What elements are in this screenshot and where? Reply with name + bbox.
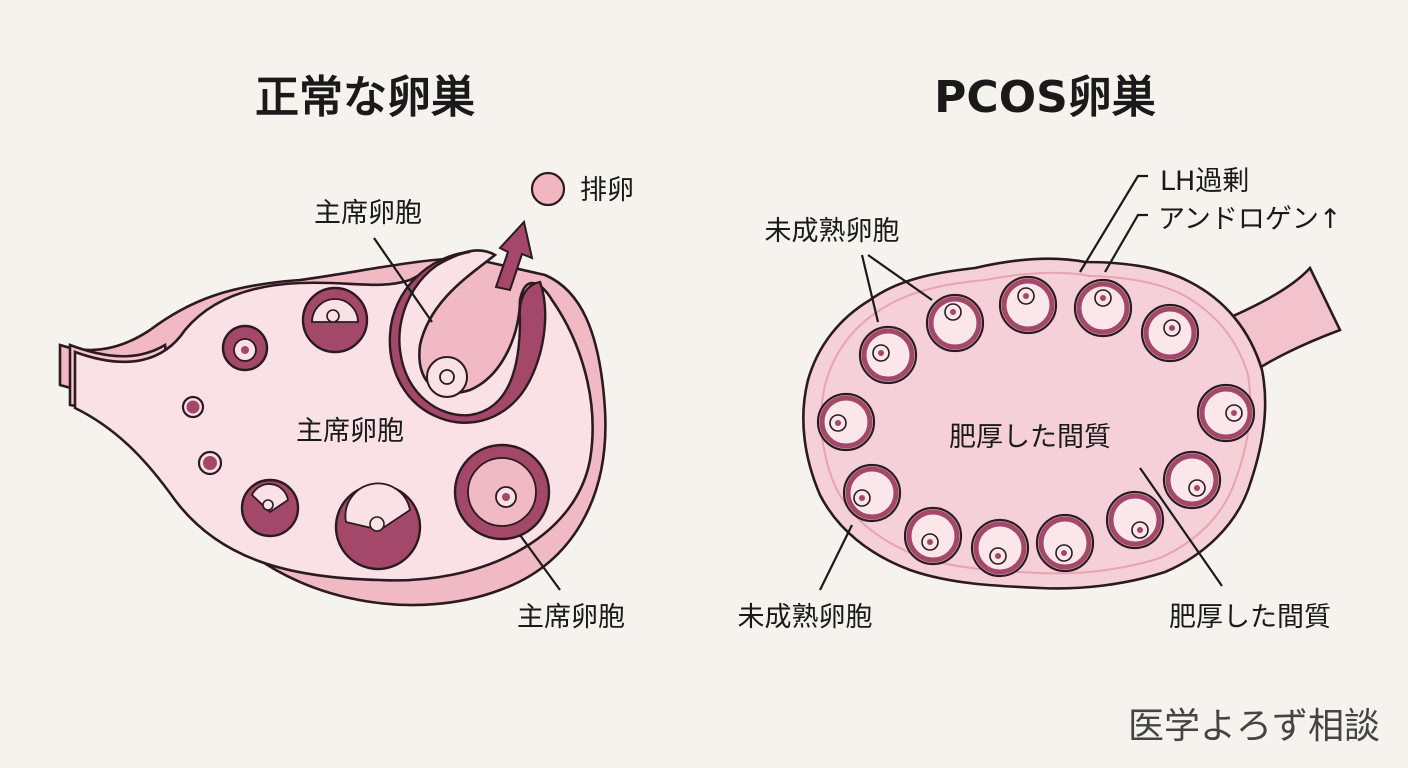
ovulation-label: 排卵	[580, 175, 634, 206]
leader-line	[867, 254, 933, 301]
immature-follicle	[1196, 383, 1256, 443]
pcos-ovary-title: PCOS卵巣	[934, 72, 1156, 123]
immature-follicle	[1162, 450, 1222, 510]
normal-ovary-title: 正常な卵巣	[255, 72, 475, 123]
stroma-label-bottom: 肥厚した間質	[1169, 602, 1331, 633]
immature-follicle	[1073, 278, 1133, 338]
immature-follicle-label-bottom: 未成熟卵胞	[738, 602, 873, 633]
leader-line	[373, 237, 433, 323]
ovum	[530, 171, 566, 207]
leader-line	[1104, 213, 1148, 273]
immature-follicle	[816, 392, 876, 452]
follicle-small	[181, 395, 205, 419]
androgen-label: アンドロゲン↑	[1158, 204, 1342, 235]
ovulation-arrow	[494, 219, 534, 292]
immature-follicle	[925, 293, 985, 353]
immature-follicle	[858, 325, 918, 385]
follicle-medium	[240, 478, 300, 538]
immature-follicle	[1140, 303, 1200, 363]
immature-follicle	[998, 275, 1058, 335]
dominant-follicle	[453, 443, 551, 541]
leader-line	[860, 254, 880, 323]
leader-line	[819, 524, 853, 591]
follicle-ring	[816, 275, 1256, 578]
dominant-follicle-label-top: 主席卵胞	[314, 198, 422, 229]
immature-follicle	[842, 463, 902, 523]
stroma-label-center: 肥厚した間質	[949, 422, 1111, 453]
leader-line	[1079, 174, 1148, 273]
leader-line	[1139, 467, 1223, 587]
ovulating-follicle	[388, 250, 547, 424]
follicle-small	[197, 450, 223, 476]
immature-follicle	[970, 518, 1030, 578]
follicle-medium	[301, 286, 369, 354]
immature-follicle	[1105, 490, 1165, 550]
watermark: 医学よろず相談	[1128, 706, 1380, 747]
follicle-large	[334, 482, 422, 571]
immature-follicle	[903, 506, 963, 566]
follicle-medium	[221, 324, 269, 372]
dominant-follicle-label-bottom: 主席卵胞	[517, 602, 625, 633]
normal-ovary-panel: 正常な卵巣	[58, 72, 634, 633]
immature-follicle-label-top: 未成熟卵胞	[765, 216, 900, 247]
immature-follicle	[1035, 513, 1095, 573]
lh-excess-label: LH過剰	[1160, 166, 1249, 197]
pcos-ovary-panel: PCOS卵巣 LH過剰 アンドロゲン↑ 未成熟卵胞	[738, 72, 1342, 633]
leader-line	[519, 534, 561, 591]
dominant-follicle-label-center: 主席卵胞	[296, 416, 404, 447]
pcos-ovary-inner-line	[820, 271, 1252, 575]
